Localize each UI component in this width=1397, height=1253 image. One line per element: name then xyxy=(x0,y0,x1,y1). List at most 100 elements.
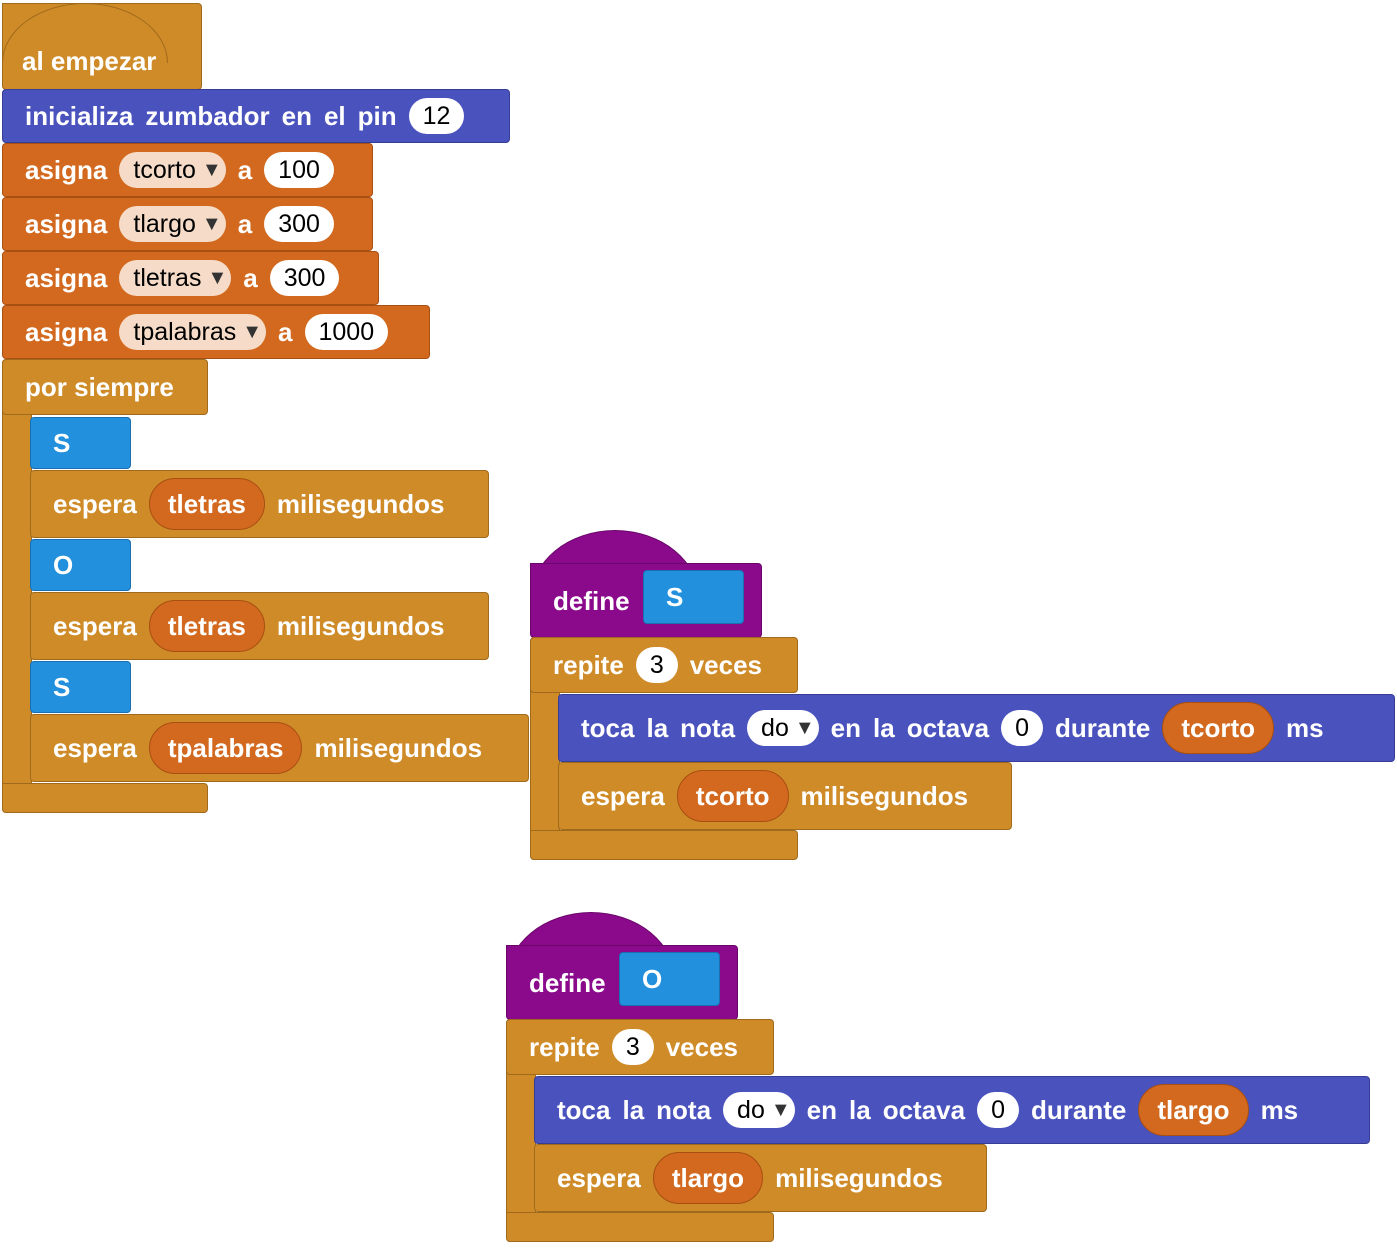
note-unit: ms xyxy=(1286,712,1324,743)
word: zumbador xyxy=(145,100,270,131)
word: octava xyxy=(906,712,990,743)
define-o-prototype[interactable]: O xyxy=(619,952,720,1006)
dropdown-triangle-icon: ▼ xyxy=(207,266,228,289)
forever-block[interactable]: por siempre xyxy=(2,359,208,415)
play-note-block[interactable]: toca la nota do▼ en la octava 0 durante … xyxy=(534,1076,1370,1144)
assign-keyword: asigna xyxy=(25,316,108,347)
value-input[interactable]: 100 xyxy=(264,152,334,188)
note-value: do xyxy=(761,713,789,742)
assign-to: a xyxy=(237,154,253,185)
define-keyword: define xyxy=(553,586,630,616)
value-input[interactable]: 300 xyxy=(269,260,340,296)
repeat-bottom xyxy=(530,830,798,860)
variable-reporter[interactable]: tcorto xyxy=(676,770,789,822)
word: pin xyxy=(357,100,397,131)
word: el xyxy=(323,100,346,131)
assign-to: a xyxy=(278,316,293,347)
wait-unit: milisegundos xyxy=(276,610,445,641)
octave-input[interactable]: 0 xyxy=(1001,710,1043,746)
octave-input[interactable]: 0 xyxy=(977,1092,1019,1128)
dropdown-triangle-icon: ▼ xyxy=(201,158,222,181)
variable-name: tcorto xyxy=(133,155,196,184)
note-dropdown[interactable]: do▼ xyxy=(747,710,819,746)
variable-reporter[interactable]: tletras xyxy=(148,478,265,530)
assign-block[interactable]: asigna tletras▼ a 300 xyxy=(2,251,379,305)
pin-input[interactable]: 12 xyxy=(408,98,465,134)
variable-name: tletras xyxy=(133,263,202,292)
dropdown-triangle-icon: ▼ xyxy=(794,716,815,739)
wait-keyword: espera xyxy=(53,610,137,641)
repeat-block[interactable]: repite 3 veces xyxy=(530,637,798,693)
dropdown-triangle-icon: ▼ xyxy=(242,320,263,343)
word: durante xyxy=(1030,1094,1127,1125)
note-unit: ms xyxy=(1260,1094,1299,1125)
procedure-name: S xyxy=(53,427,71,458)
word: en xyxy=(806,1094,837,1125)
wait-keyword: espera xyxy=(557,1162,641,1193)
assign-to: a xyxy=(243,262,258,293)
repeat-block[interactable]: repite 3 veces xyxy=(506,1019,774,1075)
repeat-unit: veces xyxy=(689,649,763,680)
value-input[interactable]: 300 xyxy=(264,206,334,242)
repeat-keyword: repite xyxy=(529,1031,600,1062)
call-s-block[interactable]: S xyxy=(30,661,131,713)
wait-unit: milisegundos xyxy=(276,488,445,519)
variable-reporter[interactable]: tlargo xyxy=(1138,1084,1249,1136)
dropdown-triangle-icon: ▼ xyxy=(770,1098,791,1121)
procedure-name: S xyxy=(666,581,684,612)
wait-block[interactable]: espera tlargo milisegundos xyxy=(534,1144,987,1212)
word: inicializa xyxy=(25,100,134,131)
variable-dropdown[interactable]: tlargo▼ xyxy=(119,206,226,242)
word: en xyxy=(281,100,312,131)
wait-block[interactable]: espera tletras milisegundos xyxy=(30,592,489,660)
variable-name: tlargo xyxy=(133,209,196,238)
variable-dropdown[interactable]: tpalabras▼ xyxy=(119,314,267,350)
variable-reporter[interactable]: tcorto xyxy=(1162,702,1274,754)
word: la xyxy=(873,712,895,743)
wait-unit: milisegundos xyxy=(775,1162,943,1193)
variable-dropdown[interactable]: tcorto▼ xyxy=(119,152,226,188)
word: en xyxy=(830,712,861,743)
wait-block[interactable]: espera tpalabras milisegundos xyxy=(30,714,529,782)
forever-left-arm xyxy=(2,359,32,813)
forever-label: por siempre xyxy=(25,371,174,402)
assign-block[interactable]: asigna tlargo▼ a 300 xyxy=(2,197,373,251)
procedure-name: O xyxy=(53,549,74,580)
wait-unit: milisegundos xyxy=(800,780,969,811)
word: toca xyxy=(581,712,635,743)
repeat-count-input[interactable]: 3 xyxy=(635,647,678,683)
repeat-keyword: repite xyxy=(553,649,624,680)
variable-reporter[interactable]: tpalabras xyxy=(148,722,303,774)
dropdown-triangle-icon: ▼ xyxy=(201,212,222,235)
wait-keyword: espera xyxy=(53,488,137,519)
wait-block[interactable]: espera tcorto milisegundos xyxy=(558,762,1012,830)
word: nota xyxy=(656,1094,712,1125)
wait-keyword: espera xyxy=(53,732,137,763)
play-note-block[interactable]: toca la nota do▼ en la octava 0 durante … xyxy=(558,694,1395,762)
variable-reporter[interactable]: tlargo xyxy=(652,1152,764,1204)
assign-block[interactable]: asigna tcorto▼ a 100 xyxy=(2,143,373,197)
call-o-block[interactable]: O xyxy=(30,539,131,591)
note-dropdown[interactable]: do▼ xyxy=(723,1092,795,1128)
assign-block[interactable]: asigna tpalabras▼ a 1000 xyxy=(2,305,430,359)
procedure-name: S xyxy=(53,671,71,702)
repeat-unit: veces xyxy=(665,1031,739,1062)
forever-bottom xyxy=(2,783,208,813)
wait-block[interactable]: espera tletras milisegundos xyxy=(30,470,489,538)
variable-reporter[interactable]: tletras xyxy=(148,600,265,652)
word: la xyxy=(622,1094,645,1125)
define-s-prototype[interactable]: S xyxy=(643,570,744,624)
note-value: do xyxy=(737,1095,765,1124)
variable-dropdown[interactable]: tletras▼ xyxy=(119,260,232,296)
assign-to: a xyxy=(237,208,253,239)
hat-label: al empezar xyxy=(22,46,157,76)
word: la xyxy=(646,712,669,743)
assign-keyword: asigna xyxy=(25,262,108,293)
repeat-count-input[interactable]: 3 xyxy=(611,1029,654,1065)
word: octava xyxy=(882,1094,966,1125)
value-input[interactable]: 1000 xyxy=(304,314,389,350)
call-s-block[interactable]: S xyxy=(30,417,131,469)
assign-keyword: asigna xyxy=(25,208,108,239)
init-buzzer-block[interactable]: inicializa zumbador en el pin 12 xyxy=(2,89,510,143)
variable-name: tpalabras xyxy=(133,317,237,346)
